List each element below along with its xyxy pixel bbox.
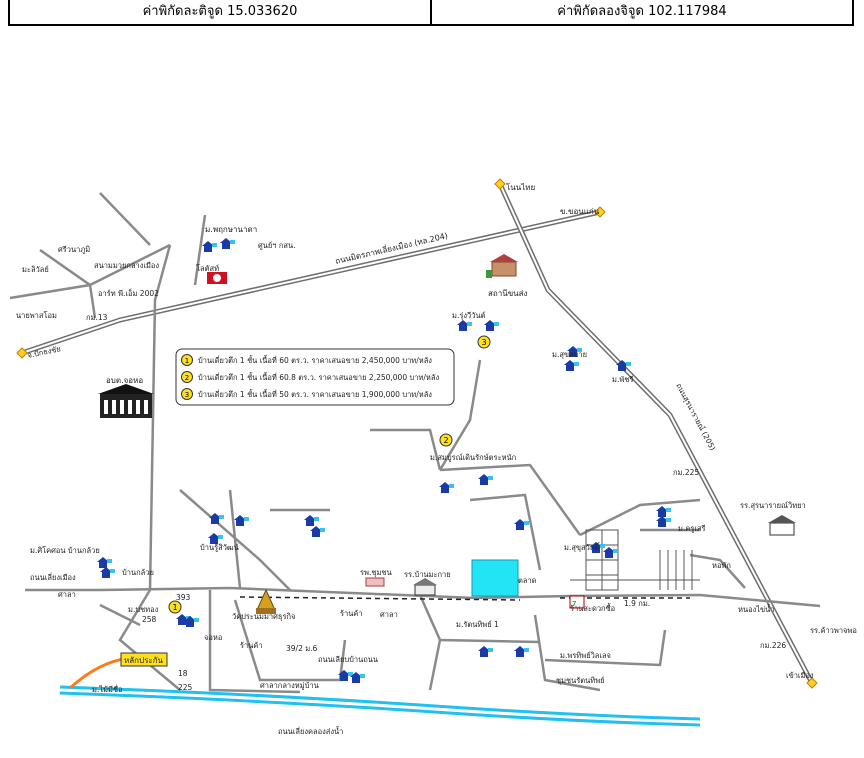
label-m-baan-sri: บ้านรู้สิวัฒน์: [200, 543, 239, 552]
sakhon-station-icon: [486, 254, 518, 278]
label-no-258: 258: [142, 615, 157, 624]
label-km226: กม.226: [760, 641, 786, 650]
label-m-bthong: ม.บชทอง: [128, 605, 159, 614]
label-m-rungwan: ม.รุ่งวีวันต์: [452, 311, 486, 320]
label-main-road: ถนนเลียบบ้านถนน: [318, 655, 378, 664]
label-km225: กม.225: [673, 468, 699, 477]
label-school-ww: รร.ค้าวพาจพอ: [810, 626, 857, 635]
school-icon: [768, 515, 796, 536]
local-roads: [9, 192, 821, 694]
label-lotus: โลตัสท์: [196, 264, 219, 273]
label-mthanee: ม.รัตนทิพย์ 1: [456, 620, 499, 629]
label-pak-thong: จ.ปักธงชัย: [27, 344, 62, 360]
label-nong-ai: หนองไข่น้ำ: [738, 604, 774, 614]
longitude-label: ค่าพิกัดลองจิจูด 102.117984: [430, 0, 852, 24]
label-school-sura: รร.สุรนารายณ์วิทยา: [740, 501, 806, 510]
legend-text-3: บ้านเดี่ยวตึก 1 ชั้น เนื้อที่ 50 ตร.ว. ร…: [198, 389, 432, 399]
label-m-nakorn: ม.ศิโคศอน บ้านกล้วย: [30, 546, 100, 555]
label-arts: อาร์ท พี.เอ็ม 2002: [98, 288, 159, 298]
label-wat: วัดประนมมาศธุรกิจ: [232, 612, 295, 621]
label-ban-kam: ร้านค้า: [340, 609, 363, 618]
highway-roads: [21, 182, 815, 685]
label-m-pacharee: ม.พัชรี: [612, 375, 633, 384]
canal: [59, 685, 701, 727]
label-nong-luad: ถนนเลี่ยงคลองส่งน้ำ: [278, 726, 343, 736]
legend-num-2: 2: [185, 374, 189, 382]
label-rung-nok: ร้านค้า: [240, 641, 263, 650]
label-m-krutsae: ม.ครูเสรี: [678, 524, 706, 533]
label-ban-kiw: บ้านกล้วย: [122, 568, 154, 577]
label-no-393: 393: [176, 593, 191, 602]
label-sala-klang: ศาลากลางหมู่บ้าน: [260, 681, 319, 690]
label-po-kaeng: 39/2 ม.6: [286, 644, 318, 653]
subject-plot: [471, 559, 519, 597]
school-ban-icon: [413, 578, 437, 596]
legend-box: 1 บ้านเดี่ยวตึก 1 ชั้น เนื้อที่ 60 ตร.ว.…: [175, 348, 455, 406]
label-m-suksabai: ม.สุขสบาย: [552, 350, 587, 359]
svg-text:1: 1: [172, 603, 177, 612]
market-blocks: [570, 529, 700, 591]
label-rp-suan: รพ.ชุมชน: [360, 568, 392, 577]
label-km-18: 18: [178, 669, 188, 678]
label-mapom: มะลิวัลย์: [22, 265, 49, 274]
svg-text:7: 7: [572, 600, 576, 608]
label-obt: อบต.จอหอ: [106, 376, 143, 385]
label-no-225: 225: [178, 683, 193, 692]
label-m-pt: ม.พรทิพย์วิลเลจ: [560, 651, 611, 660]
label-jorhoh: จอหอ: [204, 633, 222, 642]
label-talad: ตลาด: [518, 576, 537, 585]
label-sala: ศาลา: [58, 590, 76, 599]
label-m-sombat: ม.สมบูรณ์เดินรักษ์ตระหนัก: [430, 453, 516, 462]
label-sakhon: สถานีขนส่ง: [488, 289, 528, 298]
market-icon: 7: [569, 595, 585, 609]
hollow-label: หลักประกัน: [124, 656, 164, 665]
label-sanam: สนามมวยกลางเมือง: [94, 261, 159, 270]
label-seven: ร้านสะดวกซื้อ: [570, 603, 615, 613]
label-school-ban: รร.บ้านมะกาย: [404, 570, 451, 579]
label-lane-bypass: ถนนเลี่ยงเมือง: [30, 572, 76, 582]
label-m-maimee: ม.ไม้มีชื่อ: [92, 684, 123, 694]
legend-text-2: บ้านเดี่ยวตึก 1 ชั้น เนื้อที่ 60.8 ตร.ว.…: [198, 372, 439, 382]
label-m-sukhothai: ม.สุขุสวัสดิ์: [564, 542, 601, 552]
label-sri-nakhon: ศรีวนาภูมิ: [58, 245, 90, 254]
label-chum-chon: ชุมชนรัตนทิพย์: [556, 676, 605, 685]
legend-text-1: บ้านเดี่ยวตึก 1 ชั้น เนื้อที่ 60 ตร.ว. ร…: [198, 355, 432, 365]
latitude-label: ค่าพิกัดละติจูด 15.033620: [142, 4, 298, 19]
label-bukit: ศูนย์ฯ กสน.: [258, 241, 296, 250]
endpoint-markers: [16, 178, 818, 689]
legend-num-1: 1: [185, 357, 189, 365]
hollow-label-box: หลักประกัน: [120, 652, 168, 667]
label-km-19: 1.9 กม.: [624, 599, 650, 608]
number-markers: 3 2 1: [168, 335, 491, 614]
lotus-sign-icon: [207, 272, 227, 284]
coordinate-bar: ค่าพิกัดละติจูด 15.033620 ค่าพิกัดลองจิจ…: [8, 0, 854, 26]
label-n-tak: หอพัก: [712, 561, 731, 570]
label-km13: กม.13: [86, 313, 108, 322]
legend-num-3: 3: [185, 391, 189, 399]
svg-text:3: 3: [481, 338, 486, 347]
label-highway-205: ถนนสุรนารายณ์ (205): [674, 382, 717, 452]
hospital-icon: [365, 577, 385, 587]
label-sala-2: ศาลา: [380, 610, 398, 619]
label-mayor: นายพาสโอม: [16, 311, 57, 320]
label-non-thai: โนนไทย: [506, 182, 535, 192]
label-rao-mueang: เข้าเมือง: [786, 671, 814, 680]
svg-text:2: 2: [443, 436, 448, 445]
temple-icon: [256, 588, 276, 614]
label-khon-kaen: ข.ขอนแก่น: [560, 207, 600, 216]
obt-building-icon: [98, 384, 154, 418]
label-m-phruksa: ม.พฤกษานาดา: [205, 225, 257, 234]
